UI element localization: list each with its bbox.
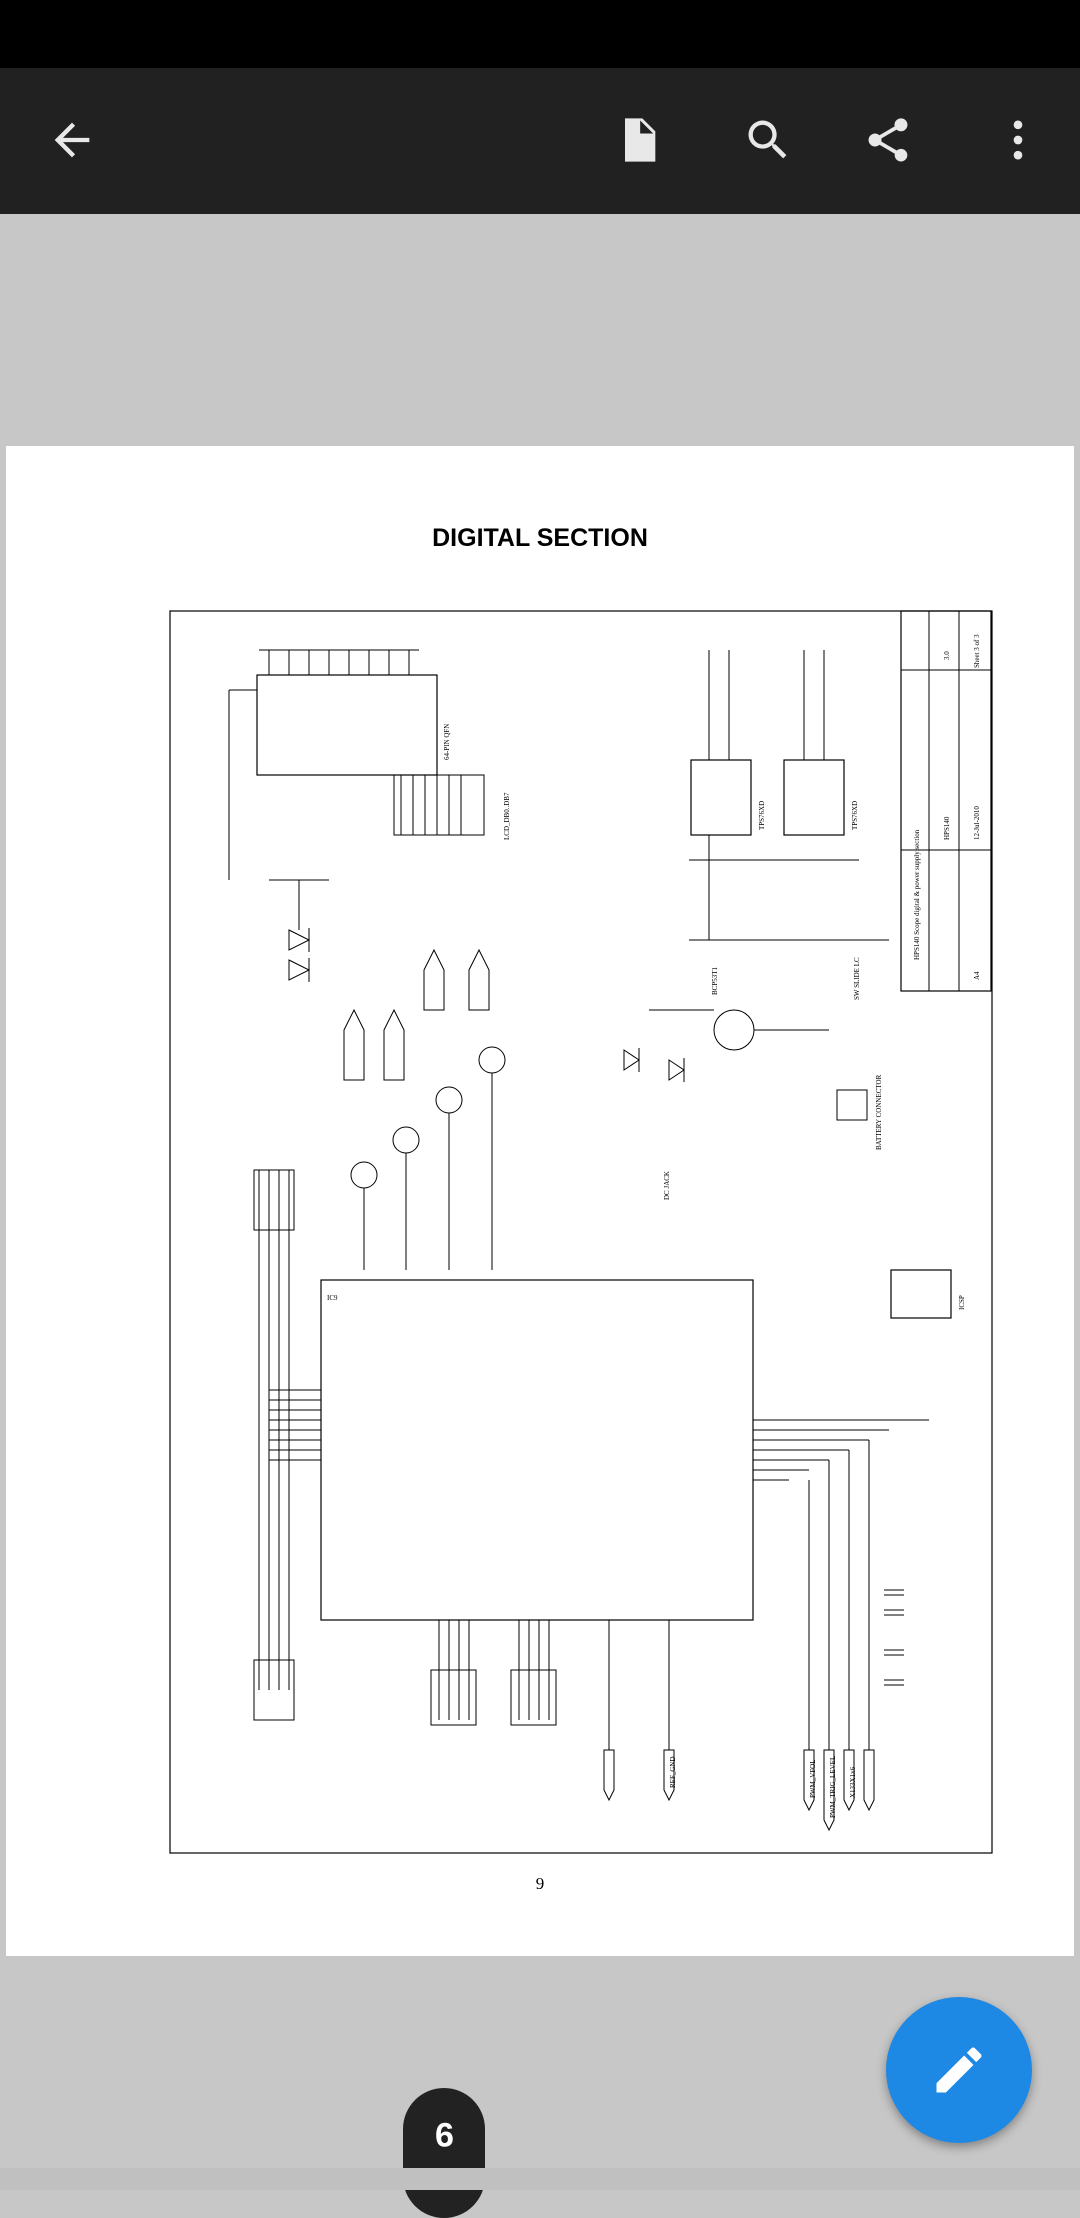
slide-switch-label: SW SLIDE LC: [853, 957, 861, 1000]
title-block-date: 12-Jul-2010: [973, 806, 981, 840]
pdf-page: DIGITAL SECTION HPS140 Scope digital & p…: [6, 446, 1074, 1956]
schematic-diagram: HPS140 Scope digital & power supply sect…: [169, 610, 993, 1854]
edit-fab-button[interactable]: [886, 1997, 1032, 2143]
document-icon: [625, 118, 656, 162]
title-block-rev: 3.0: [943, 651, 951, 660]
xlin-label: X133X1x6: [849, 1766, 857, 1798]
pwm-label: PWM_VFOL: [809, 1759, 817, 1798]
title-block-number: HPS140: [943, 816, 951, 840]
icsp-label: ICSP: [958, 1295, 966, 1310]
more-vert-icon: [1013, 120, 1023, 160]
ic1-label: 64-PIN QFN: [443, 724, 451, 760]
t1-label: BCP53T1: [711, 966, 719, 995]
title-block-title: HPS140 Scope digital & power supply sect…: [913, 829, 921, 960]
page-title: DIGITAL SECTION: [432, 524, 648, 552]
page-number: 9: [535, 1874, 545, 1893]
regulator-1-label: TPS76XD: [758, 801, 766, 830]
status-bar: [0, 0, 1080, 68]
dc-jack-label: DC JACK: [663, 1171, 671, 1200]
ic9-label: IC9: [327, 1294, 338, 1302]
lcd-bus-label: LCD_DB0..DB7: [503, 792, 511, 840]
share-icon: [868, 118, 908, 162]
more-options-button[interactable]: [982, 104, 1054, 176]
arrow-back-icon: [54, 122, 90, 158]
search-button[interactable]: [732, 104, 804, 176]
edit-pencil-icon: [936, 2047, 982, 2093]
ref-gnd-label: REF_GND: [669, 1756, 677, 1788]
regulator-2-label: TPS76XD: [851, 801, 859, 830]
battery-connector-label: BATTERY CONNECTOR: [875, 1074, 883, 1150]
document-button[interactable]: [602, 104, 674, 176]
top-toolbar: [0, 68, 1080, 214]
bottom-strip: [0, 2168, 1080, 2190]
share-button[interactable]: [852, 104, 924, 176]
trig-level-label: PWM_TRIG_LEVEL: [829, 1756, 837, 1818]
page-indicator-chip: 9: [403, 2088, 485, 2218]
title-block-sheet: Sheet 3 of 3: [973, 634, 981, 668]
title-block-size: A4: [973, 971, 981, 980]
back-button[interactable]: [36, 104, 108, 176]
page-indicator-label: 9: [434, 2114, 454, 2153]
search-icon: [748, 120, 787, 159]
